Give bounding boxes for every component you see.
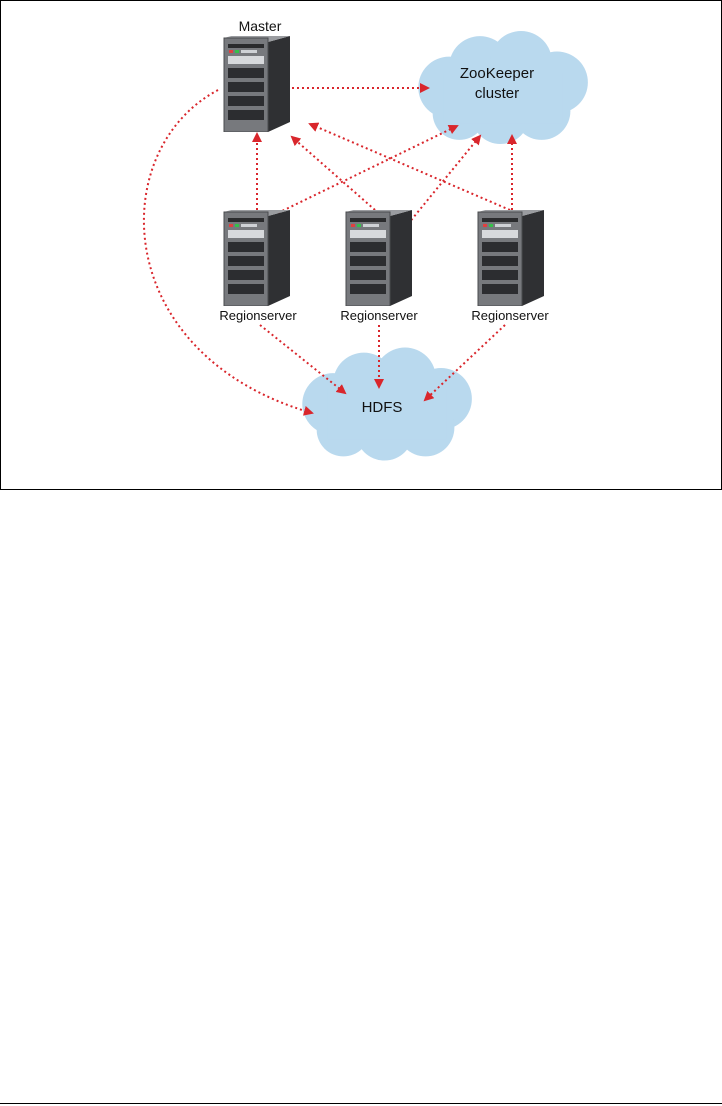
arrow-master-to-hdfs — [142, 89, 314, 416]
regionserver-2 — [345, 210, 413, 306]
regionserver-3-label: Regionserver — [471, 308, 549, 323]
architecture-diagram: Master ZooKeeper cluster Regionserver Re… — [0, 0, 722, 490]
arrow-rs3-to-hdfs — [423, 324, 506, 402]
master-server — [223, 36, 291, 132]
zookeeper-label-line-2: cluster — [475, 85, 519, 102]
regionserver-1 — [223, 210, 291, 306]
arrow-rs2-to-zookeeper — [407, 134, 482, 225]
arrow-rs1-to-zookeeper — [277, 125, 459, 214]
server-icon — [345, 210, 413, 306]
hdfs-label: HDFS — [362, 399, 403, 416]
regionserver-1-label: Regionserver — [219, 308, 297, 323]
master-label: Master — [239, 18, 282, 34]
connection-arrows — [142, 83, 517, 416]
arrow-rs1-to-hdfs — [259, 324, 347, 395]
zookeeper-label-line-1: ZooKeeper — [460, 65, 534, 82]
server-icon — [223, 210, 291, 306]
regionserver-3 — [477, 210, 545, 306]
server-icon — [223, 36, 291, 132]
page-bottom-rule — [0, 1103, 722, 1104]
regionserver-2-label: Regionserver — [340, 308, 418, 323]
server-icon — [477, 210, 545, 306]
arrow-rs2-to-master — [290, 135, 376, 211]
arrow-rs3-to-master — [308, 122, 511, 211]
